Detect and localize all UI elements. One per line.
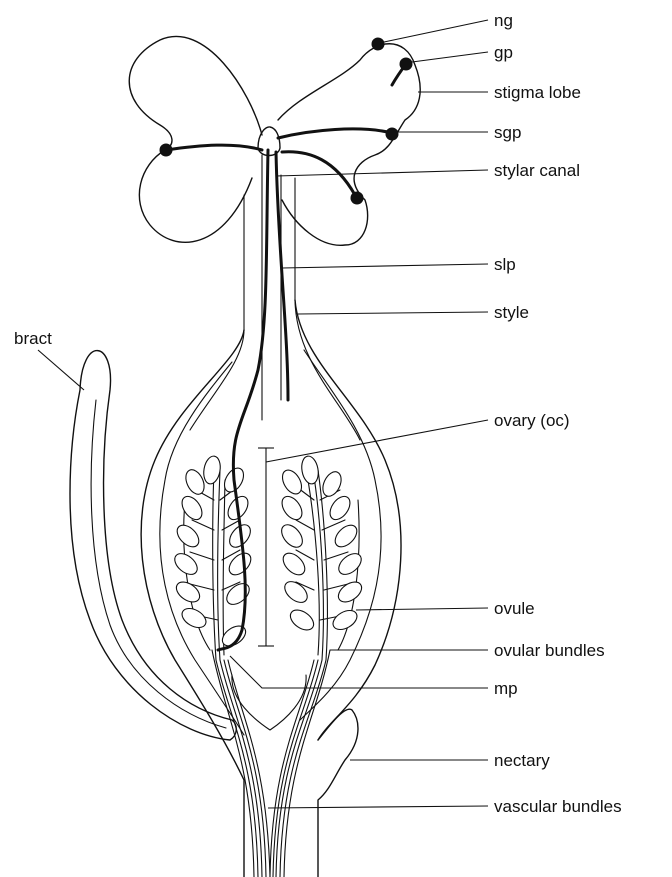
ovule bbox=[178, 493, 206, 523]
label-style: style bbox=[494, 303, 529, 322]
ovule bbox=[331, 521, 361, 551]
ovule bbox=[300, 455, 321, 485]
label-ovule: ovule bbox=[494, 599, 535, 618]
label-ng: ng bbox=[494, 11, 513, 30]
ovular-bundle bbox=[190, 552, 214, 560]
label-slp: slp bbox=[494, 255, 516, 274]
leader-ng bbox=[384, 20, 488, 42]
vascular-strand bbox=[220, 660, 262, 877]
leader-gp bbox=[412, 52, 488, 62]
ovule bbox=[179, 605, 210, 632]
stigma-lobes bbox=[129, 36, 420, 245]
label-ovular-bundles: ovular bundles bbox=[494, 641, 605, 660]
pollen-grain-lower bbox=[351, 192, 364, 205]
pollen-tube-right bbox=[278, 129, 392, 138]
stigma-lobe-left bbox=[129, 36, 262, 242]
leader-slp bbox=[282, 264, 488, 268]
label-sgp: sgp bbox=[494, 123, 521, 142]
ovule bbox=[287, 606, 317, 634]
label-gp: gp bbox=[494, 43, 513, 62]
leader-style bbox=[298, 312, 488, 314]
ovule bbox=[335, 578, 365, 606]
ovule bbox=[225, 549, 255, 579]
leader-vascular-bundles bbox=[268, 806, 488, 808]
label-stigma-lobe: stigma lobe bbox=[494, 83, 581, 102]
ovule bbox=[278, 493, 306, 523]
pollen-tube-slp bbox=[276, 152, 288, 400]
ovular-bundle bbox=[218, 470, 220, 660]
ovule bbox=[335, 550, 365, 579]
label-bract: bract bbox=[14, 329, 52, 348]
ovary-cavity-bar bbox=[258, 448, 274, 646]
vascular-strand bbox=[212, 650, 254, 877]
ovule bbox=[278, 521, 307, 551]
pollen-grain-sgp bbox=[386, 128, 399, 141]
pollen-tube-main bbox=[218, 150, 268, 650]
pollen-tube-left bbox=[166, 145, 262, 150]
leader-stylar-canal bbox=[276, 170, 488, 176]
pollen-grains bbox=[160, 38, 413, 205]
ovular-bundle bbox=[213, 470, 216, 660]
vascular-strand bbox=[273, 660, 318, 877]
ovular-bundle bbox=[192, 520, 214, 530]
leader-mp bbox=[230, 656, 488, 688]
label-stylar-canal: stylar canal bbox=[494, 161, 580, 180]
ovule bbox=[223, 580, 253, 609]
pollen-tube-lower-right bbox=[282, 152, 355, 195]
leader-bract bbox=[38, 350, 84, 390]
leader-lines bbox=[38, 20, 488, 808]
label-mp: mp bbox=[494, 679, 518, 698]
ovule bbox=[319, 469, 344, 499]
label-ovary: ovary (oc) bbox=[494, 411, 570, 430]
pollen-grain-gp bbox=[400, 58, 413, 71]
pollen-grain-ng bbox=[372, 38, 385, 51]
label-nectary: nectary bbox=[494, 751, 550, 770]
ovule bbox=[279, 549, 309, 579]
ovule bbox=[279, 467, 306, 498]
ovule bbox=[326, 493, 354, 523]
leader-ovule bbox=[356, 608, 488, 610]
ovular-bundle bbox=[223, 480, 225, 655]
ovule bbox=[330, 607, 361, 634]
label-vascular-bundles: vascular bundles bbox=[494, 797, 622, 816]
leader-ovary bbox=[266, 420, 488, 462]
vascular-bundles bbox=[212, 650, 330, 877]
ovular-bundle bbox=[296, 520, 314, 530]
style-outer-right bbox=[295, 178, 360, 440]
vascular-strand bbox=[276, 660, 322, 877]
style bbox=[190, 155, 360, 440]
bract bbox=[70, 351, 236, 740]
ovule bbox=[173, 521, 203, 551]
vascular-strand bbox=[270, 660, 314, 877]
nectary-shape bbox=[318, 709, 358, 877]
vascular-strand bbox=[224, 660, 266, 877]
pollen-grain-left bbox=[160, 144, 173, 157]
